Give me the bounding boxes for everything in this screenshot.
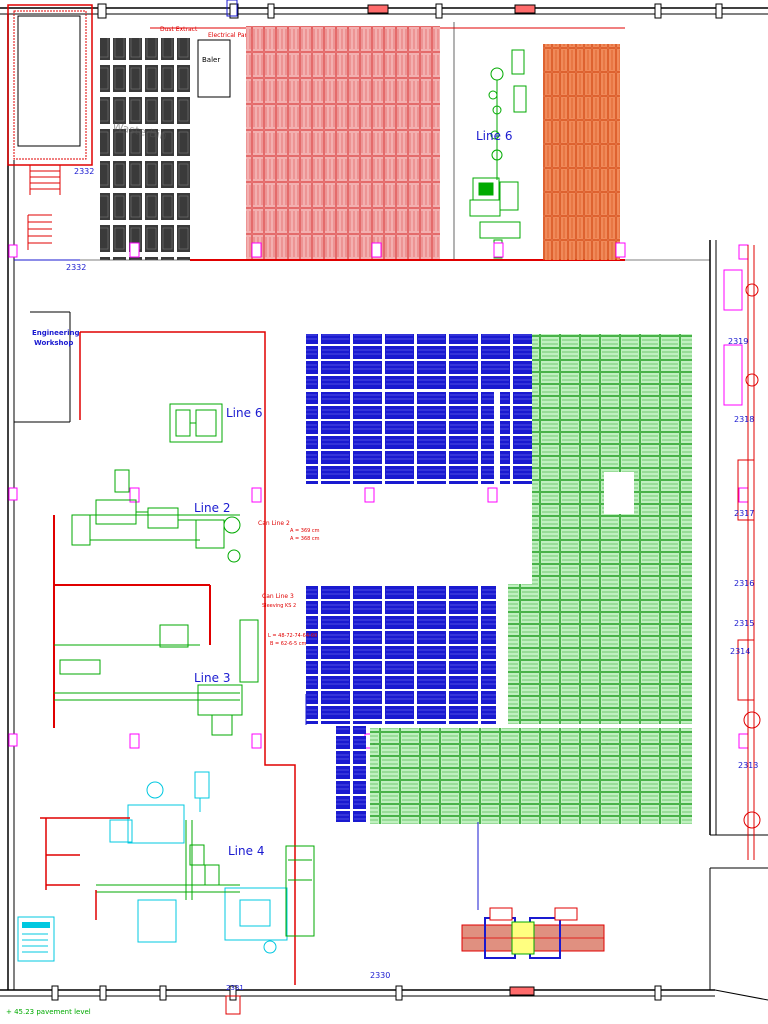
room-2332: 2332 2332 [7,4,94,272]
line-4-red-frame [40,817,130,920]
line-3-label: Line 3 [194,671,230,685]
svg-text:L = 48-72-74-64-60: L = 48-72-74-64-60 [268,633,317,639]
svg-text:Sleeving KS 2: Sleeving KS 2 [262,603,296,609]
can-line-2-label: Can Line 2 [258,520,290,527]
svg-text:2316: 2316 [734,579,754,588]
pavement-level-label: + 45.23 pavement level [6,1008,91,1016]
svg-text:A = 369 cm: A = 369 cm [290,528,320,534]
green-pallet-blocks [370,334,692,824]
line-2-equipment [71,469,241,563]
svg-text:2319: 2319 [728,337,748,346]
engineering-workshop-label: Engineering [32,329,80,337]
right-room-numbers: 2319 2318 2317 2316 2315 2314 2313 [728,337,758,770]
door-marker-bottom [225,995,241,1015]
room-2330-label: 2330 [370,971,390,980]
right-offices [723,245,761,860]
svg-text:2317: 2317 [734,509,754,518]
svg-text:A = 368 cm: A = 368 cm [290,536,320,542]
line-2-label: Line 2 [194,501,230,515]
svg-text:2313: 2313 [738,761,758,770]
grey-pallet-block [100,38,190,260]
green-block-cutout [604,472,634,514]
svg-text:Workshop: Workshop [34,339,73,347]
dispatch-conveyor [461,822,605,959]
baler-label: Baler [202,56,220,64]
line-3-equipment [53,515,259,736]
orange-pallet-block [543,44,620,260]
line-6-upper-equipment [469,49,527,259]
line-6-equipment [169,403,223,443]
can-line-3-label: Can Line 3 [262,593,294,600]
svg-text:2314: 2314 [730,647,750,656]
line-6-upper-label: Line 6 [476,129,512,143]
svg-text:Dust Extract: Dust Extract [160,26,198,33]
wall-openings-top [51,0,723,1001]
line-6-label: Line 6 [226,406,262,420]
room-2331-label: 2331 [226,984,244,992]
line-4-equipment [109,771,288,954]
room-2332-label: 2332 [74,167,94,176]
production-zone-border [79,331,296,985]
control-panel-sign [17,916,55,962]
svg-text:B = 62-6-5 cm: B = 62-6-5 cm [270,641,306,647]
blue-pallet-blocks [306,334,532,822]
room-2332-label-lower: 2332 [66,263,86,272]
red-pallet-block [246,26,440,260]
svg-text:2318: 2318 [734,415,754,424]
electrical-panel-label: Electrical Panel [208,32,254,39]
svg-text:2315: 2315 [734,619,754,628]
line-4-conveyors [96,820,315,937]
baler-box [197,39,231,98]
line-4-label: Line 4 [228,844,264,858]
